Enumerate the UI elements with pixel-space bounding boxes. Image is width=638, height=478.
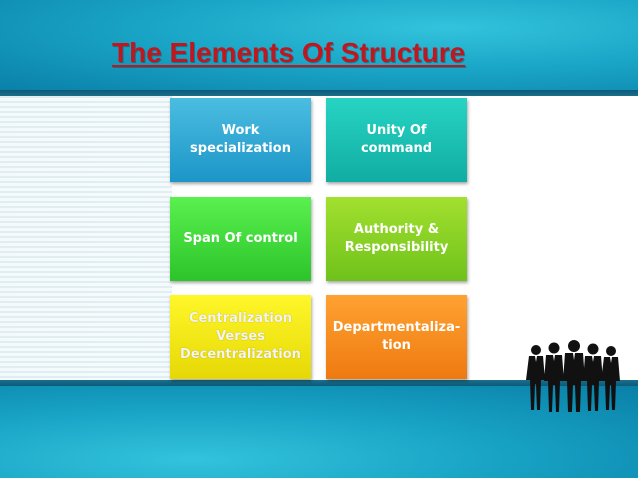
element-label: Authority & Responsibility [344, 222, 449, 255]
slide-title: The Elements Of Structure [112, 37, 466, 68]
element-label: Work specialization [190, 123, 291, 156]
element-box-unity-of-command: Unity Of command [326, 98, 467, 182]
element-box-authority-responsibility: Authority & Responsibility [326, 197, 467, 281]
element-label: Unity Of command [360, 123, 433, 156]
element-box-span-of-control: Span Of control [170, 197, 311, 281]
striped-decoration [0, 96, 172, 382]
bottom-divider [0, 380, 638, 386]
top-band [0, 0, 638, 92]
element-box-work-specialization: Work specialization [170, 98, 311, 182]
element-box-departmentalization: Departmentaliza-tion [326, 295, 467, 379]
element-label: Span Of control [183, 231, 298, 246]
business-people-silhouette-icon [526, 340, 620, 412]
element-label: Centralization Verses Decentralization [180, 311, 301, 362]
top-divider [0, 90, 638, 96]
element-box-centralization: Centralization Verses Decentralization [170, 295, 311, 379]
element-label: Departmentaliza-tion [332, 320, 461, 353]
